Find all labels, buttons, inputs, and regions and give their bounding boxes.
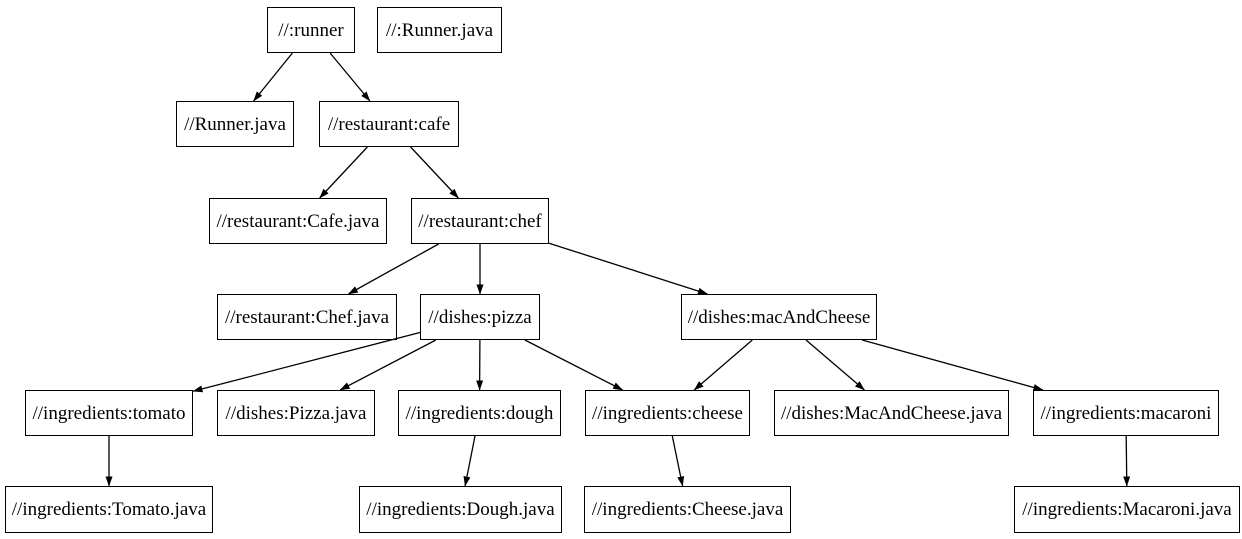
- edge-cafe-to-chef: [410, 146, 459, 199]
- edge-chef-to-mac-and-cheese: [548, 242, 708, 295]
- graph-node-label: //ingredients:dough: [405, 402, 554, 424]
- edge-cafe-to-cafe-java: [319, 146, 368, 199]
- graph-node-label: //ingredients:tomato: [32, 402, 186, 424]
- graph-node-mac-and-cheese-java: //dishes:MacAndCheese.java: [774, 390, 1009, 436]
- graph-node-label: //dishes:Pizza.java: [225, 402, 367, 424]
- edge-pizza-to-tomato: [192, 331, 421, 393]
- edge-cheese-to-cheese-java: [671, 435, 685, 487]
- edge-pizza-to-cheese: [524, 339, 624, 391]
- graph-node-cafe: //restaurant:cafe: [319, 101, 459, 147]
- graph-node-label: //ingredients:Macaroni.java: [1022, 499, 1232, 520]
- graph-node-label: //ingredients:Cheese.java: [591, 499, 784, 520]
- graph-node-dough-java: //ingredients:Dough.java: [359, 486, 562, 533]
- graph-node-chef-java: //restaurant:Chef.java: [217, 294, 397, 340]
- graph-node-pizza: //dishes:pizza: [420, 294, 540, 340]
- graph-node-dough: //ingredients:dough: [398, 390, 561, 436]
- edge-macaroni-to-macaroni-java: [1123, 435, 1131, 487]
- graph-node-label: //dishes:MacAndCheese.java: [780, 402, 1003, 424]
- graph-node-label: //restaurant:Cafe.java: [216, 210, 380, 232]
- graph-node-label: //Runner.java: [184, 113, 286, 135]
- graph-node-pizza-java: //dishes:Pizza.java: [217, 390, 375, 436]
- graph-node-label: //dishes:pizza: [428, 306, 532, 328]
- edge-mac-and-cheese-to-mac-and-cheese-java: [805, 339, 865, 391]
- edge-pizza-to-pizza-java: [339, 339, 437, 391]
- graph-node-macaroni: //ingredients:macaroni: [1033, 390, 1219, 436]
- edge-mac-and-cheese-to-macaroni: [861, 339, 1044, 391]
- graph-node-cheese-java: //ingredients:Cheese.java: [584, 486, 791, 533]
- edge-runner-to-runner-java: [253, 52, 293, 102]
- graph-node-label: //ingredients:macaroni: [1040, 402, 1212, 424]
- graph-node-tomato: //ingredients:tomato: [25, 390, 193, 436]
- graph-node-label: //ingredients:Dough.java: [366, 499, 555, 520]
- graph-node-label: //:Runner.java: [385, 19, 494, 41]
- edge-chef-to-chef-java: [347, 243, 439, 295]
- graph-node-root-runner-java: //:Runner.java: [377, 7, 502, 53]
- graph-node-label: //dishes:macAndCheese: [687, 306, 871, 328]
- graph-node-label: //restaurant:chef: [418, 210, 542, 232]
- graph-node-cafe-java: //restaurant:Cafe.java: [209, 198, 387, 244]
- graph-node-label: //restaurant:cafe: [327, 113, 451, 135]
- graph-node-label: //ingredients:Tomato.java: [11, 499, 207, 520]
- edge-dough-to-dough-java: [463, 435, 476, 487]
- graph-node-runner: //:runner: [267, 7, 355, 53]
- graph-node-cheese: //ingredients:cheese: [585, 390, 750, 436]
- graph-node-runner-java: //Runner.java: [176, 101, 294, 147]
- graph-node-label: //restaurant:Chef.java: [224, 306, 390, 328]
- graph-node-mac-and-cheese: //dishes:macAndCheese: [681, 294, 877, 340]
- graph-node-tomato-java: //ingredients:Tomato.java: [5, 486, 213, 533]
- edge-mac-and-cheese-to-cheese: [693, 339, 753, 391]
- graph-node-macaroni-java: //ingredients:Macaroni.java: [1014, 486, 1240, 533]
- graph-node-label: //:runner: [278, 19, 344, 41]
- graph-node-chef: //restaurant:chef: [411, 198, 549, 244]
- graph-node-label: //ingredients:cheese: [592, 402, 743, 424]
- edge-runner-to-cafe: [329, 52, 371, 102]
